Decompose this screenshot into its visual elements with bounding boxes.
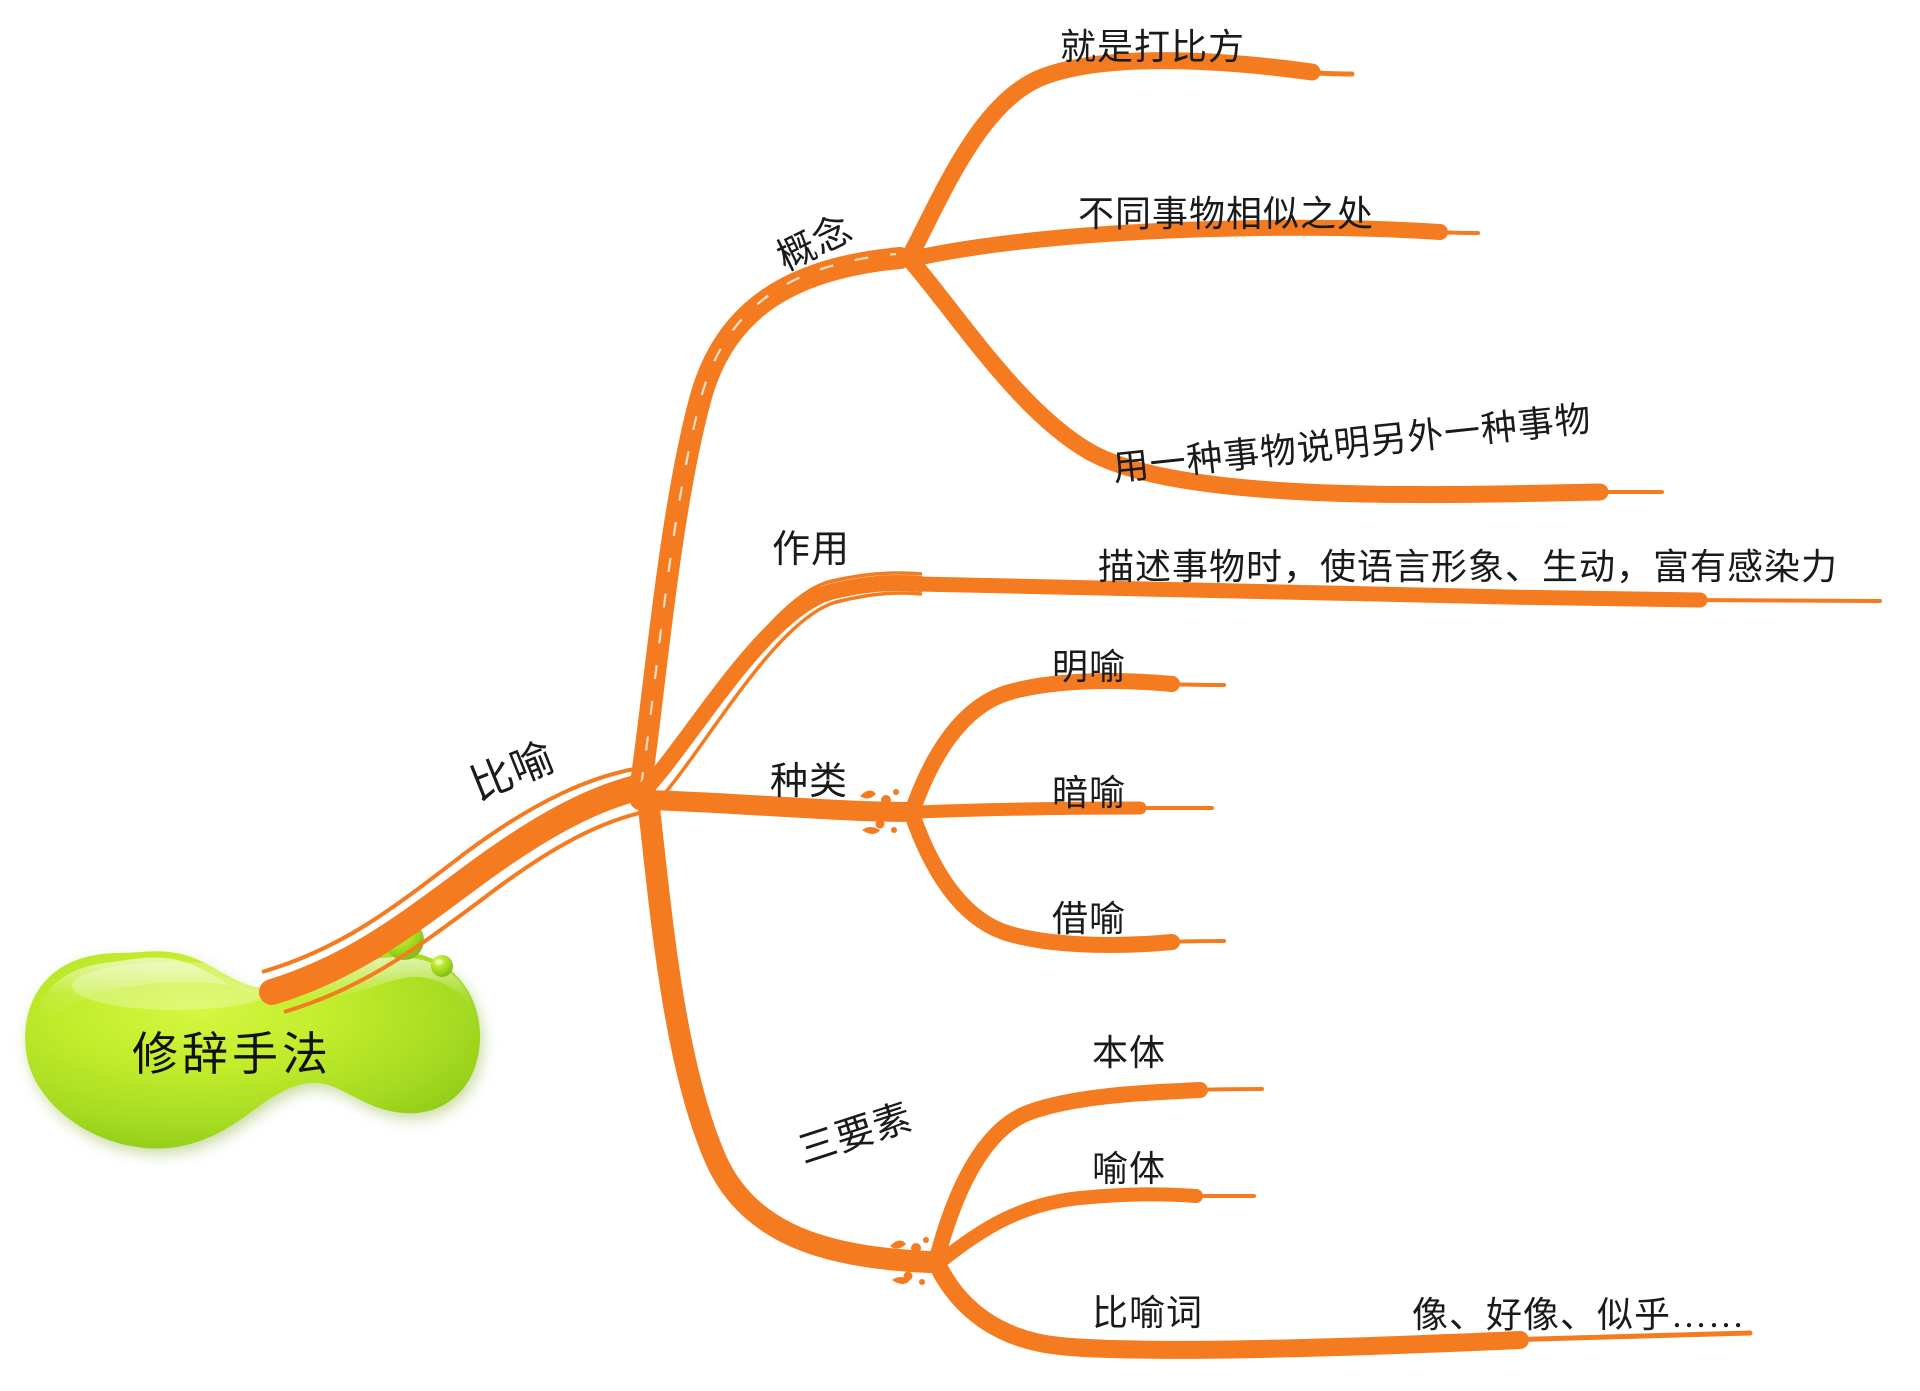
sub-type-jie (904, 806, 1180, 953)
sub-type-an (909, 801, 1147, 819)
sub-type-ming-taper (1158, 682, 1226, 687)
branch-label-types[interactable]: 种类 (770, 761, 849, 803)
sub-function-1-taper (1678, 598, 1882, 603)
types-subbranches (860, 673, 1226, 953)
root-node[interactable] (25, 950, 481, 1149)
main-branch-road (259, 775, 649, 1005)
branch-function-dashes (637, 579, 921, 806)
sub-type-ming (904, 673, 1180, 820)
sub-function-1 (910, 576, 1708, 608)
sub-concept-2 (908, 219, 1448, 266)
leaf-label-concept-2[interactable]: 不同事物相似之处 (1078, 194, 1375, 234)
leaf-label-element-3-example[interactable]: 像、好像、似乎…… (1412, 1295, 1746, 1335)
branch-types-road (630, 790, 922, 822)
main-branch-edge-upper (261, 766, 641, 974)
leaf-label-element-2[interactable]: 喻体 (1092, 1149, 1167, 1189)
sub-element-benti-taper (1188, 1087, 1264, 1092)
leaf-label-type-1[interactable]: 明喻 (1052, 647, 1127, 687)
sub-element-biyuci-taper (1497, 1330, 1753, 1343)
root-node-label: 修辞手法 (132, 1029, 332, 1080)
sub-concept-3 (903, 253, 1609, 504)
sub-element-benti (928, 1082, 1208, 1270)
leaf-label-concept-1[interactable]: 就是打比方 (1060, 27, 1246, 67)
leaf-label-element-1[interactable]: 本体 (1092, 1033, 1167, 1073)
main-branch-connector[interactable] (259, 766, 649, 1014)
root-blob-highlight (41, 957, 472, 1024)
leaf-label-type-2[interactable]: 暗喻 (1052, 773, 1127, 813)
main-branch-dashes (274, 785, 637, 997)
trunk-down-to-elements (637, 789, 941, 1273)
root-blob-gloss (72, 962, 280, 1010)
branch-function-edge-b (644, 591, 923, 814)
sub-element-yuti (933, 1187, 1203, 1269)
branch-function-edge-a (630, 571, 923, 808)
sub-element-biyuci (929, 1257, 1529, 1359)
main-branch-edge-lower (283, 810, 645, 1014)
concept-subbranches (901, 52, 1664, 504)
types-junction-splash (860, 789, 899, 834)
branch-hub (629, 247, 941, 1273)
root-blob-shape (25, 950, 481, 1149)
elements-junction-splash (890, 1237, 929, 1285)
bubble-small-gloss (435, 959, 443, 965)
leaf-label-function-1[interactable]: 描述事物时，使语言形象、生动，富有感染力 (1098, 547, 1839, 587)
sub-concept-1 (901, 52, 1321, 265)
branch-label-function[interactable]: 作用 (772, 529, 851, 571)
sub-concept-1-taper (1297, 69, 1355, 77)
elements-subbranches (890, 1082, 1753, 1359)
bubble-small-icon (431, 955, 453, 977)
leaf-label-type-3[interactable]: 借喻 (1052, 899, 1127, 939)
function-subbranch (910, 576, 1882, 608)
trunk-up-to-concept (629, 247, 911, 801)
sub-concept-2-taper (1428, 230, 1480, 235)
sub-type-jie-taper (1158, 939, 1226, 944)
leaf-label-element-3[interactable]: 比喻词 (1092, 1293, 1204, 1333)
